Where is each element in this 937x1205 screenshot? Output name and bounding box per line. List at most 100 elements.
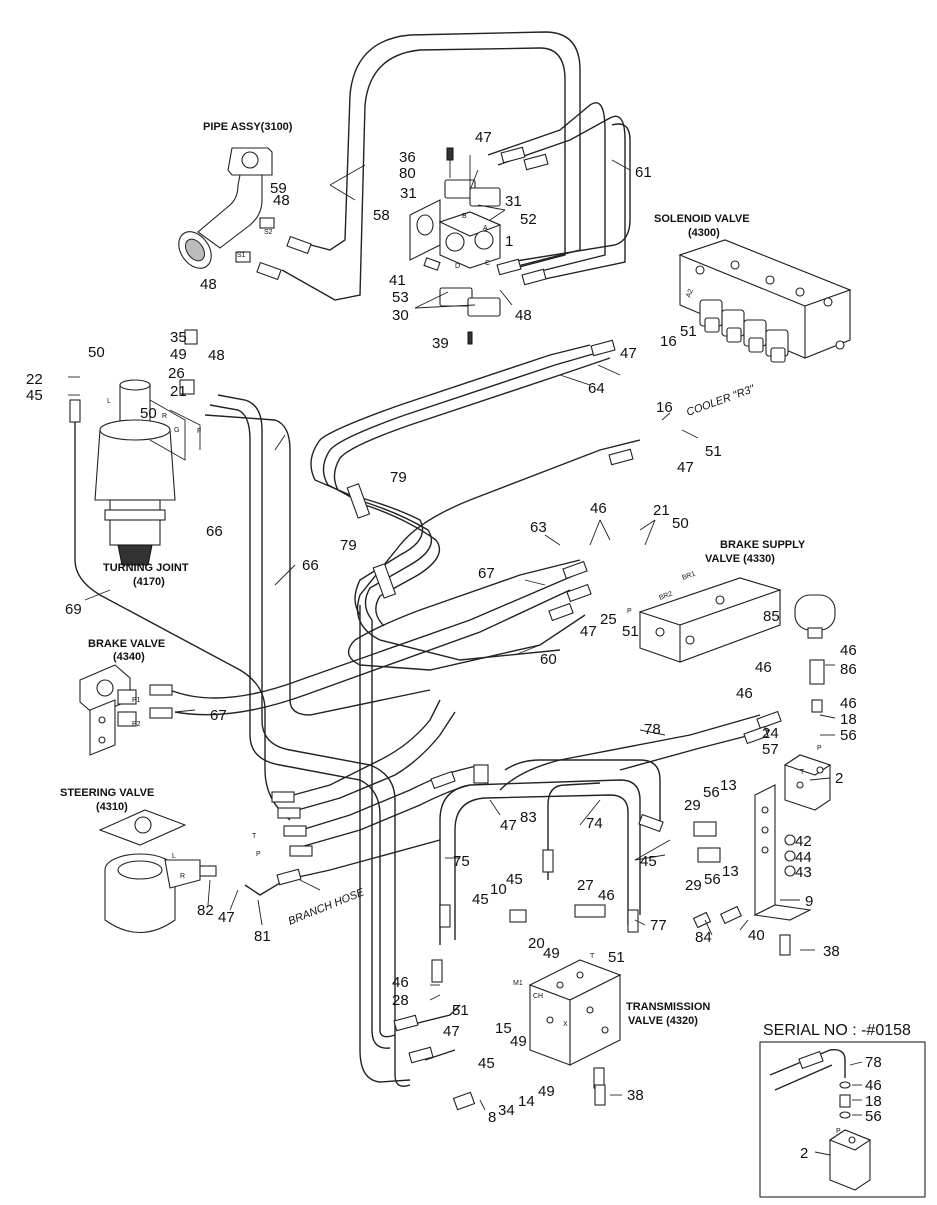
brake-valve-4340: [79, 664, 137, 756]
callout-82: 82: [197, 902, 214, 919]
port-mark-p-steer: P: [256, 851, 261, 858]
inset-port: [848, 1136, 856, 1144]
inset-adapter: [839, 1094, 851, 1108]
inset-port-mark-p: P: [836, 1128, 841, 1135]
port-mark-d: D: [455, 263, 460, 270]
label-turning-joint-no: (4170): [133, 576, 165, 588]
callout-48-top: 48: [273, 192, 290, 209]
port-mark-a2: A2: [685, 288, 695, 299]
port-mark-p1: P1: [132, 697, 141, 704]
callout-26: 26: [168, 365, 185, 382]
bracket-9: [753, 784, 812, 921]
callout-48-mid: 48: [515, 307, 532, 324]
callout-13-top: 13: [720, 777, 737, 794]
callout-46-r1: 46: [840, 642, 857, 659]
callout-50-top: 50: [88, 344, 105, 361]
callout-36: 36: [399, 149, 416, 166]
label-steering-valve-no: (4310): [96, 801, 128, 813]
callout-46-brake: 46: [590, 500, 607, 517]
callout-50-brake: 50: [672, 515, 689, 532]
port-mark-s1: S1: [237, 252, 246, 259]
callout-61: 61: [635, 164, 652, 181]
callout-49-trans2: 49: [510, 1033, 527, 1050]
pipe-assy-3100: [178, 147, 275, 269]
callout-64: 64: [588, 380, 605, 397]
label-brake-valve-no: (4340): [113, 651, 145, 663]
callout-20: 20: [528, 935, 545, 952]
callout-47-steer: 47: [218, 909, 235, 926]
port-mark-m1: M1: [513, 980, 523, 987]
port-mark-l-joint: L: [107, 398, 111, 405]
callout-14: 14: [518, 1093, 535, 1110]
port-mark-g: G: [174, 427, 179, 434]
label-solenoid-valve: SOLENOID VALVE: [654, 213, 750, 225]
callout-50-joint: 50: [140, 405, 157, 422]
callout-47-trans: 47: [443, 1023, 460, 1040]
callout-10: 10: [490, 881, 507, 898]
valve-block-1: [409, 147, 502, 345]
callout-51-cooler: 51: [705, 443, 722, 460]
port-mark-x: X: [563, 1021, 568, 1028]
callout-47-top: 47: [475, 129, 492, 146]
inset-callout-78: 78: [865, 1054, 882, 1071]
callout-67-top: 67: [478, 565, 495, 582]
inset-title: SERIAL NO : -#0158: [763, 1022, 911, 1039]
label-branch-hose: BRANCH HOSE: [287, 886, 367, 928]
valve-block-2: [783, 754, 832, 811]
callout-21-brake: 21: [653, 502, 670, 519]
callout-46-r3: 46: [736, 685, 753, 702]
callout-46-r4: 46: [840, 695, 857, 712]
hose-60: [347, 559, 586, 671]
hose-63: [356, 439, 641, 661]
callout-69: 69: [65, 601, 82, 618]
callout-34: 34: [498, 1102, 515, 1119]
clamp-79: [346, 483, 397, 599]
callout-59: 59: [270, 180, 287, 197]
hose-66b: [209, 404, 396, 1038]
port-mark-p-block: P: [817, 745, 822, 752]
label-cooler: COOLER "R3": [685, 383, 757, 419]
callout-18: 18: [840, 711, 857, 728]
callout-22: 22: [26, 371, 43, 388]
label-steering-valve: STEERING VALVE: [60, 787, 154, 799]
port-mark-b: B: [462, 213, 467, 220]
callout-16-top: 16: [660, 333, 677, 350]
hose-59a: [291, 31, 581, 269]
callout-27: 27: [577, 877, 594, 894]
hose-69: [74, 415, 291, 821]
hose-trans-a: [409, 1004, 461, 1026]
callout-47-mid: 47: [500, 817, 517, 834]
callout-31-right: 31: [505, 193, 522, 210]
serial-inset: SERIAL NO : -#0158 P 78 46 18 56 2: [759, 1022, 926, 1198]
callout-56-bottom: 56: [704, 871, 721, 888]
callout-16-cooler: 16: [656, 399, 673, 416]
inset-callout-18: 18: [865, 1093, 882, 1110]
callout-45-left: 45: [26, 387, 43, 404]
callout-45-mid2: 45: [472, 891, 489, 908]
label-transmission-valve: TRANSMISSION: [626, 1001, 710, 1013]
label-brake-supply-valve: BRAKE SUPPLY: [720, 539, 806, 551]
inset-oring-a: [839, 1081, 851, 1089]
callout-74: 74: [586, 815, 603, 832]
inset-callout-56: 56: [865, 1108, 882, 1125]
callout-46-trans: 46: [598, 887, 615, 904]
callout-57: 57: [762, 741, 779, 758]
hose-67b: [174, 589, 571, 716]
hose-steer-b: [279, 711, 456, 816]
hose-75: [439, 779, 641, 945]
hose-long-left-b: [371, 620, 391, 1049]
callout-29-bottom: 29: [685, 877, 702, 894]
port-mark-br2: BR2: [658, 591, 673, 602]
hose-66a: [217, 394, 411, 1087]
turning-joint-4170: [94, 379, 201, 566]
hose-64b: [322, 351, 601, 621]
hose-74b: [547, 782, 601, 880]
callout-52: 52: [520, 211, 537, 228]
callout-66-right: 66: [302, 557, 319, 574]
label-brake-valve: BRAKE VALVE: [88, 638, 165, 650]
fittings: [69, 146, 825, 1111]
port-mark-br1: BR1: [681, 571, 696, 582]
port-mark-t-trans: T: [590, 953, 595, 960]
inset-callout-46: 46: [865, 1077, 882, 1094]
